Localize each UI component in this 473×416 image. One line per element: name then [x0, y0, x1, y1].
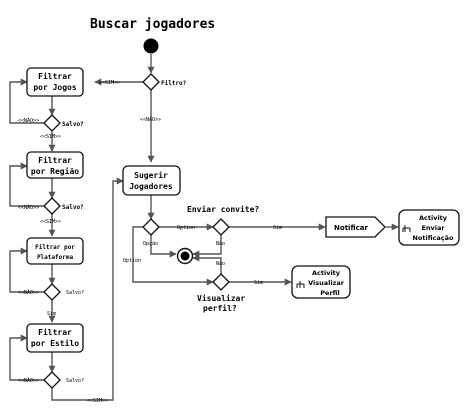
edge-salvo2-nao	[9, 162, 45, 207]
edge-fork-end	[150, 235, 177, 258]
svg-text:Visualizar: Visualizar	[197, 293, 245, 303]
svg-text:Filtrar por: Filtrar por	[35, 244, 75, 251]
action-sugerir-jogadores: Sugerir Jogadores	[122, 165, 181, 196]
svg-text:Notificar: Notificar	[334, 224, 368, 232]
edge-salvo1-nao	[9, 78, 45, 124]
svg-text:Salvo?: Salvo?	[62, 204, 84, 211]
edge-visualizar-nao	[192, 254, 222, 274]
svg-text:Enviar convite?: Enviar convite?	[187, 204, 259, 214]
svg-text:Jogadores: Jogadores	[129, 182, 173, 191]
label-opcao-end: Opção	[143, 241, 158, 247]
svg-text:Plataforma: Plataforma	[37, 254, 74, 261]
svg-text:Salvo?: Salvo?	[66, 378, 84, 384]
svg-text:Enviar: Enviar	[421, 224, 445, 232]
decision-fork	[142, 218, 160, 236]
label-sim-salvo3: Sim	[47, 311, 56, 317]
activity-visualizar-perfil: Activity Visualizar Perfil	[291, 265, 351, 299]
svg-text:Notificação: Notificação	[412, 234, 454, 242]
diagram-title: Buscar jogadores	[90, 17, 215, 32]
action-filtrar-regiao: Filtrar por Região	[26, 151, 84, 179]
label-option-visualizar: Option	[123, 258, 141, 264]
label-sim-salvo2: <<SIM>>	[40, 219, 61, 225]
edge-salvo4-nao	[9, 334, 45, 381]
activity-enviar-notificacao: Activity Enviar Notificação	[398, 209, 460, 246]
svg-text:Activity: Activity	[312, 269, 341, 277]
svg-text:Filtrar: Filtrar	[38, 155, 72, 165]
svg-text:Salvo?: Salvo?	[62, 121, 84, 128]
label-nao-visualizar: Não	[216, 261, 225, 267]
rake-icon	[296, 281, 305, 288]
decision-enviar-convite: Enviar convite?	[187, 204, 259, 236]
decision-salvo-1: Salvo?	[43, 114, 84, 132]
svg-text:Sugerir: Sugerir	[134, 170, 168, 180]
decision-filtro: Filtro?	[142, 73, 187, 91]
svg-text:perfil?: perfil?	[203, 303, 237, 313]
action-filtrar-jogos: Filtrar por Jogos	[26, 67, 84, 97]
svg-text:por Estilo: por Estilo	[31, 338, 79, 348]
label-sim-salvo4: <<SIM>>	[87, 398, 108, 404]
label-sim-enviar: Sim	[273, 225, 282, 231]
edge-labels: <<SIM>> <<NÃO>> <<NÃO>> <<SIM>> <<NÃO>> …	[18, 80, 282, 404]
edge-salvo4-sim	[51, 177, 124, 401]
label-sim-visualizar: Sim	[254, 280, 263, 286]
label-sim-filtro: <<SIM>>	[99, 80, 120, 86]
action-filtrar-estilo: Filtrar por Estilo	[26, 323, 84, 353]
label-sim-salvo1: <<SIM>>	[40, 134, 61, 140]
decision-salvo-4: Salvo?	[43, 371, 84, 389]
svg-text:Perfil: Perfil	[320, 289, 339, 297]
svg-text:Visualizar: Visualizar	[308, 279, 345, 287]
svg-text:por Jogos: por Jogos	[33, 83, 77, 92]
decision-salvo-2: Salvo?	[43, 197, 84, 215]
svg-text:por Região: por Região	[31, 166, 79, 176]
action-filtrar-plataforma: Filtrar por Plataforma	[26, 237, 84, 265]
signal-notificar: Notificar	[325, 216, 386, 238]
edge-salvo3-nao	[9, 247, 45, 293]
edges	[9, 54, 399, 401]
label-nao-filtro: <<NÃO>>	[140, 116, 161, 123]
svg-text:Filtrar: Filtrar	[38, 327, 72, 337]
rake-icon	[402, 225, 411, 232]
label-nao-salvo4: <<NÃO>>	[18, 377, 39, 384]
label-nao-salvo2: <<NÃO>>	[18, 204, 39, 211]
label-nao-salvo3: <<NÃO>>	[18, 289, 39, 296]
svg-text:Activity: Activity	[419, 214, 448, 222]
decision-salvo-3: Salvo?	[43, 283, 84, 301]
edge-enviar-nao	[192, 235, 222, 258]
label-nao-salvo1: <<NÃO>>	[18, 117, 39, 124]
edge-fork-visualizar	[132, 226, 214, 286]
svg-text:Filtrar: Filtrar	[38, 71, 72, 81]
label-nao-enviar: Não	[216, 241, 225, 247]
decision-visualizar-perfil: Visualizar perfil?	[197, 273, 245, 313]
end-node	[176, 247, 194, 265]
label-option-enviar: Option	[177, 225, 195, 231]
start-node	[143, 38, 159, 54]
svg-text:Salvo?: Salvo?	[66, 290, 84, 296]
svg-text:Filtro?: Filtro?	[161, 80, 187, 87]
